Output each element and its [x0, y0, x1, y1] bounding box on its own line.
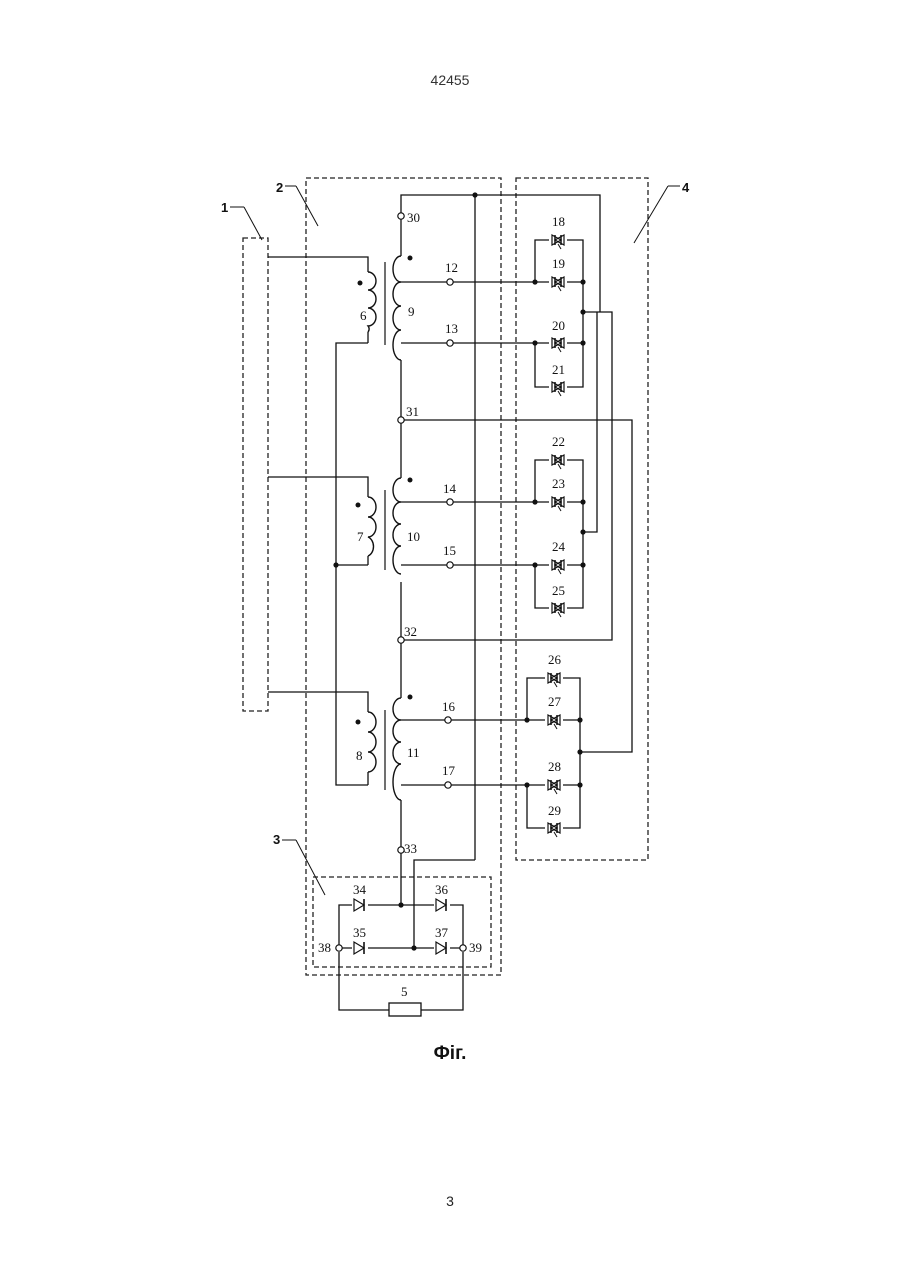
label-thyristor-24: 24 [552, 539, 566, 554]
primary-coil-8 [368, 712, 376, 772]
load-resistor-5 [389, 1003, 421, 1016]
label-primary-7: 7 [357, 529, 364, 544]
diode-34 [352, 899, 368, 911]
wiring [268, 195, 632, 1010]
label-secondary-11: 11 [407, 745, 420, 760]
primary-windings [368, 272, 376, 772]
label-thyristor-18: 18 [552, 214, 565, 229]
label-tap-13: 13 [445, 321, 458, 336]
label-tap-17: 17 [442, 763, 456, 778]
label-node-32: 32 [404, 624, 417, 639]
diode-36 [434, 899, 450, 911]
label-primary-8: 8 [356, 748, 363, 763]
label-thyristor-21: 21 [552, 362, 565, 377]
label-node-33: 33 [404, 841, 417, 856]
label-thyristor-20: 20 [552, 318, 565, 333]
label-node-39: 39 [469, 940, 482, 955]
label-thyristor-23: 23 [552, 476, 565, 491]
label-block-4: 4 [682, 180, 690, 195]
label-thyristor-22: 22 [552, 434, 565, 449]
diode-37 [434, 942, 450, 954]
label-tap-15: 15 [443, 543, 456, 558]
secondary-windings [393, 256, 401, 800]
label-secondary-10: 10 [407, 529, 420, 544]
label-diode-34: 34 [353, 882, 367, 897]
label-block-3: 3 [273, 832, 280, 847]
label-thyristor-19: 19 [552, 256, 565, 271]
secondary-coil-10 [393, 478, 401, 574]
secondary-coil-9 [393, 256, 401, 360]
label-node-31: 31 [406, 404, 419, 419]
label-primary-6: 6 [360, 308, 367, 323]
component-labels: 6 7 8 9 10 11 12 13 14 15 16 17 30 31 32… [318, 210, 566, 999]
diode-35 [352, 942, 368, 954]
label-tap-14: 14 [443, 481, 457, 496]
label-tap-12: 12 [445, 260, 458, 275]
label-thyristor-29: 29 [548, 803, 561, 818]
page-number: 3 [0, 1193, 900, 1209]
label-block-1: 1 [221, 200, 228, 215]
figure-caption: Фіг. [0, 1043, 900, 1065]
secondary-coil-11 [393, 698, 401, 800]
label-thyristor-26: 26 [548, 652, 562, 667]
label-thyristor-27: 27 [548, 694, 562, 709]
label-secondary-9: 9 [408, 304, 415, 319]
label-diode-37: 37 [435, 925, 449, 940]
block-3-outline [313, 877, 491, 967]
label-node-30: 30 [407, 210, 420, 225]
label-tap-16: 16 [442, 699, 456, 714]
block-1-outline [243, 238, 268, 711]
label-thyristor-28: 28 [548, 759, 561, 774]
label-block-2: 2 [276, 180, 283, 195]
primary-coil-6 [368, 272, 376, 332]
label-load-5: 5 [401, 984, 408, 999]
label-node-38: 38 [318, 940, 331, 955]
label-thyristor-25: 25 [552, 583, 565, 598]
label-diode-36: 36 [435, 882, 449, 897]
primary-coil-7 [368, 497, 376, 556]
label-diode-35: 35 [353, 925, 366, 940]
